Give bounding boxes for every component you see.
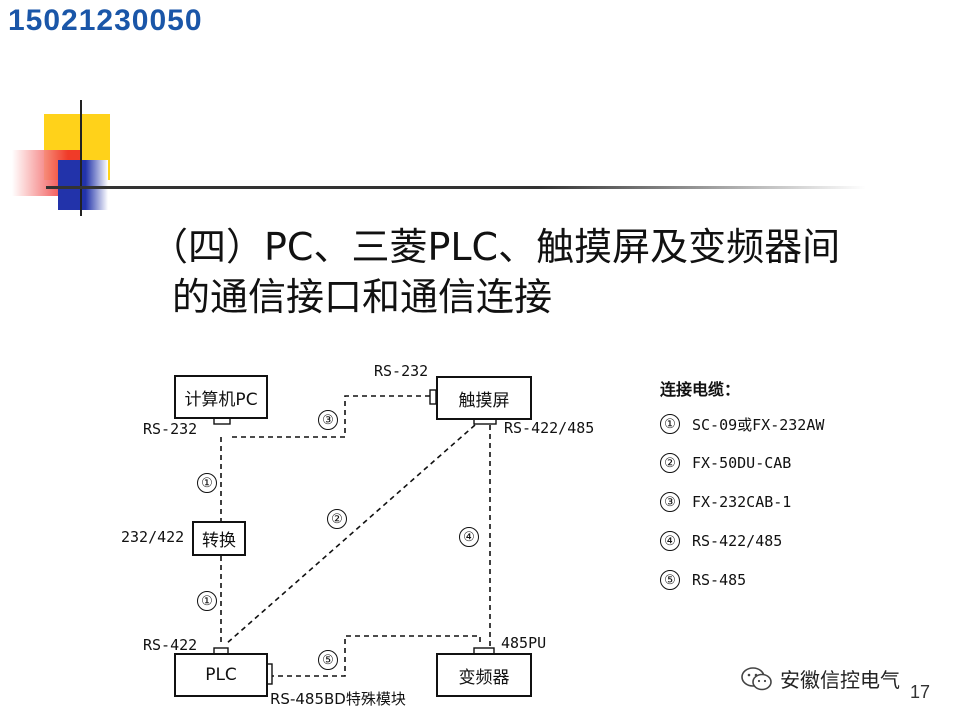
label-pc-rs232: RS-232 [143, 420, 198, 438]
label-converter-232-422: 232/422 [121, 528, 185, 546]
cable-mark-converter-plc: ① [197, 591, 217, 611]
label-inverter-485pu: 485PU [501, 634, 547, 652]
legend-text: RS-422/485 [692, 532, 783, 550]
legend-item: ② FX-50DU-CAB [660, 453, 824, 473]
legend-item: ① SC-09或FX-232AW [660, 414, 824, 434]
node-plc: PLC [174, 653, 268, 697]
line-pc-touch [232, 395, 432, 438]
cable-mark-touch-plc: ② [327, 509, 347, 529]
cable-mark-pc-touch: ③ [318, 410, 338, 430]
legend-item: ⑤ RS-485 [660, 570, 824, 590]
legend-text: FX-232CAB-1 [692, 493, 792, 511]
cable-legend: 连接电缆： ① SC-09或FX-232AW ② FX-50DU-CAB ③ F… [660, 376, 824, 609]
cable-mark-touch-inverter: ④ [459, 527, 479, 547]
legend-mark: ⑤ [660, 570, 680, 590]
legend-item: ③ FX-232CAB-1 [660, 492, 824, 512]
decor-horizontal-rule [46, 186, 866, 189]
legend-mark: ④ [660, 531, 680, 551]
node-touch-screen: 触摸屏 [436, 376, 532, 420]
legend-mark: ① [660, 414, 680, 434]
legend-heading: 连接电缆： [660, 380, 741, 399]
watermark: 安徽信控电气 [740, 664, 900, 693]
watermark-text: 安徽信控电气 [780, 668, 900, 692]
cable-mark-pc-converter: ① [197, 473, 217, 493]
legend-mark: ③ [660, 492, 680, 512]
cable-mark-plc-inverter: ⑤ [318, 650, 338, 670]
decor-vertical-line [80, 100, 82, 216]
legend-mark: ② [660, 453, 680, 473]
title-line-1: （四）PC、三菱PLC、触摸屏及变频器间 [150, 225, 841, 269]
page-number: 17 [910, 682, 931, 702]
slide-title: （四）PC、三菱PLC、触摸屏及变频器间 的通信接口和通信连接 [150, 222, 840, 322]
node-converter: 转换 [192, 521, 246, 556]
label-touch-rs232: RS-232 [374, 362, 429, 380]
legend-item: ④ RS-422/485 [660, 531, 824, 551]
title-line-2: 的通信接口和通信连接 [172, 275, 553, 319]
label-plc-rs485bd: RS-485BD特殊模块 [270, 690, 406, 708]
wechat-icon [741, 666, 772, 690]
decor-blue-square [58, 160, 108, 210]
legend-text: SC-09或FX-232AW [692, 415, 825, 434]
line-plc-inverter [269, 635, 481, 677]
node-pc: 计算机PC [174, 375, 268, 419]
node-inverter: 变频器 [436, 653, 532, 697]
label-touch-rs422: RS-422/485 [504, 419, 595, 437]
legend-text: FX-50DU-CAB [692, 454, 792, 472]
phone-number: 15021230050 [8, 4, 203, 37]
line-touch-plc [225, 424, 476, 645]
label-plc-rs422: RS-422 [143, 636, 198, 654]
legend-text: RS-485 [692, 571, 747, 589]
